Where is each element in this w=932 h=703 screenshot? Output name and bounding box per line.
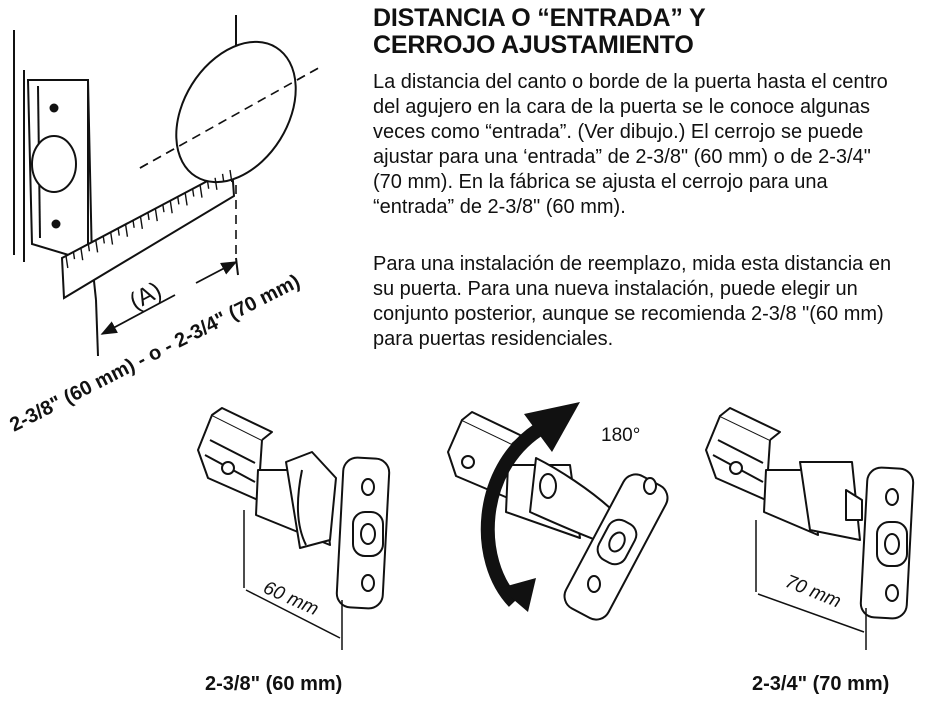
title-line-1: DISTANCIA O “ENTRADA” Y [373,4,706,32]
ruler-tick [110,232,114,245]
ruler-tick [177,197,180,205]
dimension-60mm: 60 mm [260,577,322,620]
ruler-tick [214,177,218,190]
ruler-tick [169,201,173,214]
ruler-tick [95,240,99,253]
ruler-tick [192,189,195,197]
paragraph-backset-description: La distancia del canto o borde de la pue… [373,70,932,220]
ruler-tick [132,220,135,228]
paragraph1-line-4: ajustar para una ‘entrada” de 2-3/8" (60… [373,146,871,168]
ruler-tick [221,173,225,182]
paragraph2-line-4: para puertas residenciales. [373,328,614,350]
ruler-tick [102,236,106,244]
ruler-ticks [65,169,233,269]
rotation-arrow [480,402,580,612]
rotation-label: 180° [601,425,640,446]
ruler-tick [229,169,233,183]
paragraph1-line-3: veces como “entrada”. (Ver dibujo.) El c… [373,121,864,143]
ruler-tick [139,216,144,230]
ruler-tick [147,212,150,221]
faceplate-details [31,103,77,229]
ruler-tick [124,224,129,237]
ruler-tick [199,185,203,198]
paragraph2-line-1: Para una instalación de reemplazo, mida … [373,253,892,275]
ruler-tick [65,255,69,269]
ruler-tick [87,244,91,252]
caption-60mm: 2-3/8" (60 mm) [205,673,343,695]
caption-70mm: 2-3/4" (70 mm) [752,673,890,695]
ruler-tick [162,205,165,213]
title-line-2: CERROJO AJUSTAMIENTO [373,31,694,59]
paragraph2-line-3: conjunto posterior, aunque se recomienda… [373,303,884,325]
paragraph1-line-2: del agujero en la cara de la puerta se l… [373,96,871,118]
paragraph2-line-2: su puerta. Para una nueva instalación, p… [373,278,858,300]
paragraph1-line-6: “entrada” de 2-3/8" (60 mm). [373,196,626,218]
section-title: DISTANCIA O “ENTRADA” Y CERROJO AJUSTAMI… [373,5,932,59]
paragraph1-line-1: La distancia del canto o borde de la pue… [373,71,888,93]
ruler-tick [117,228,120,236]
measure-label-a: (A) [125,277,166,316]
ruler-tick [72,251,76,260]
ruler-tick [184,193,188,206]
ruler-tick [154,208,158,222]
latch-rotation [447,411,669,621]
paragraph-installation-advice: Para una instalación de reemplazo, mida … [373,252,932,352]
ruler-tick [80,248,84,261]
latch-70mm [705,407,915,650]
ruler-tick [206,181,210,189]
latch-60mm [197,407,391,650]
paragraph1-line-5: (70 mm). En la fábrica se ajusta el cerr… [373,171,828,193]
